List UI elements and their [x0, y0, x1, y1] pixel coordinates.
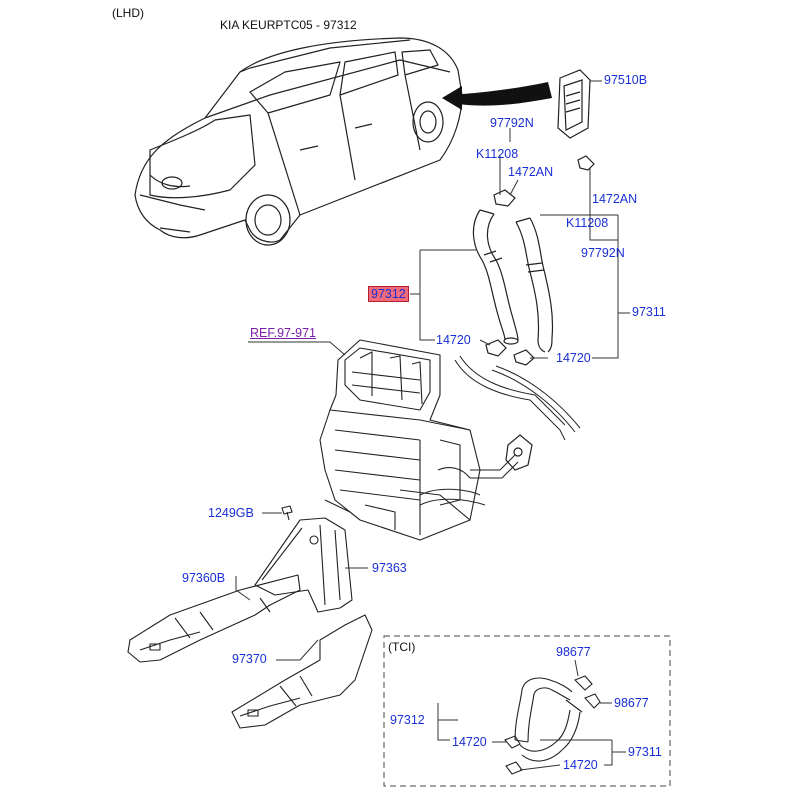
- heater-blower-unit: [319, 339, 481, 541]
- pointer-arrow-head: [442, 86, 462, 110]
- part-97363[interactable]: 97363: [372, 561, 407, 575]
- part-1472an-right[interactable]: 1472AN: [592, 192, 638, 206]
- tci-part-97311[interactable]: 97311: [628, 745, 662, 759]
- hose-97311: [515, 217, 554, 353]
- tci-hoses: [504, 675, 601, 775]
- pointer-arrow: [452, 82, 552, 106]
- part-14720-right[interactable]: 14720: [556, 351, 591, 365]
- tci-inset-box: [383, 635, 671, 787]
- part-97510b[interactable]: 97510B: [604, 73, 648, 87]
- part-97312-highlighted[interactable]: 97312: [368, 286, 409, 302]
- part-14720-left[interactable]: 14720: [436, 333, 471, 347]
- duct-97360b: [127, 574, 301, 663]
- leader-lines: [235, 80, 630, 661]
- duct-97370: [231, 614, 373, 729]
- model-reference-title: KIA KEURPTC05 - 97312: [220, 18, 357, 32]
- part-k11208-right[interactable]: K11208: [566, 216, 609, 230]
- bolt-1249gb: [281, 505, 293, 521]
- part-97311[interactable]: 97311: [632, 305, 666, 319]
- hose-clamps: [485, 155, 595, 366]
- cover-97510b: [557, 69, 591, 139]
- part-1472an-top[interactable]: 1472AN: [508, 165, 554, 179]
- tci-leader-lines: [437, 659, 626, 771]
- tci-part-14720-bottom[interactable]: 14720: [563, 758, 598, 772]
- tci-label: (TCI): [388, 640, 416, 654]
- variant-label: (LHD): [112, 6, 144, 20]
- grommet-plate: [505, 434, 533, 471]
- part-k11208-top[interactable]: K11208: [476, 147, 519, 161]
- duct-97363: [254, 517, 353, 613]
- hose-97312: [472, 209, 519, 345]
- part-97792n-right[interactable]: 97792N: [581, 246, 625, 260]
- heater-pipes: [419, 355, 581, 506]
- tci-part-98677-top[interactable]: 98677: [556, 645, 591, 659]
- part-97792n-top[interactable]: 97792N: [490, 116, 534, 130]
- car-illustration: [134, 37, 463, 246]
- part-97370[interactable]: 97370: [232, 652, 267, 666]
- tci-part-14720-left[interactable]: 14720: [452, 735, 487, 749]
- tci-part-97312[interactable]: 97312: [390, 713, 425, 727]
- part-1249gb[interactable]: 1249GB: [208, 506, 254, 520]
- reference-link-97-971[interactable]: REF.97-971: [250, 326, 317, 340]
- tci-part-98677-right[interactable]: 98677: [614, 696, 649, 710]
- part-97360b[interactable]: 97360B: [182, 571, 226, 585]
